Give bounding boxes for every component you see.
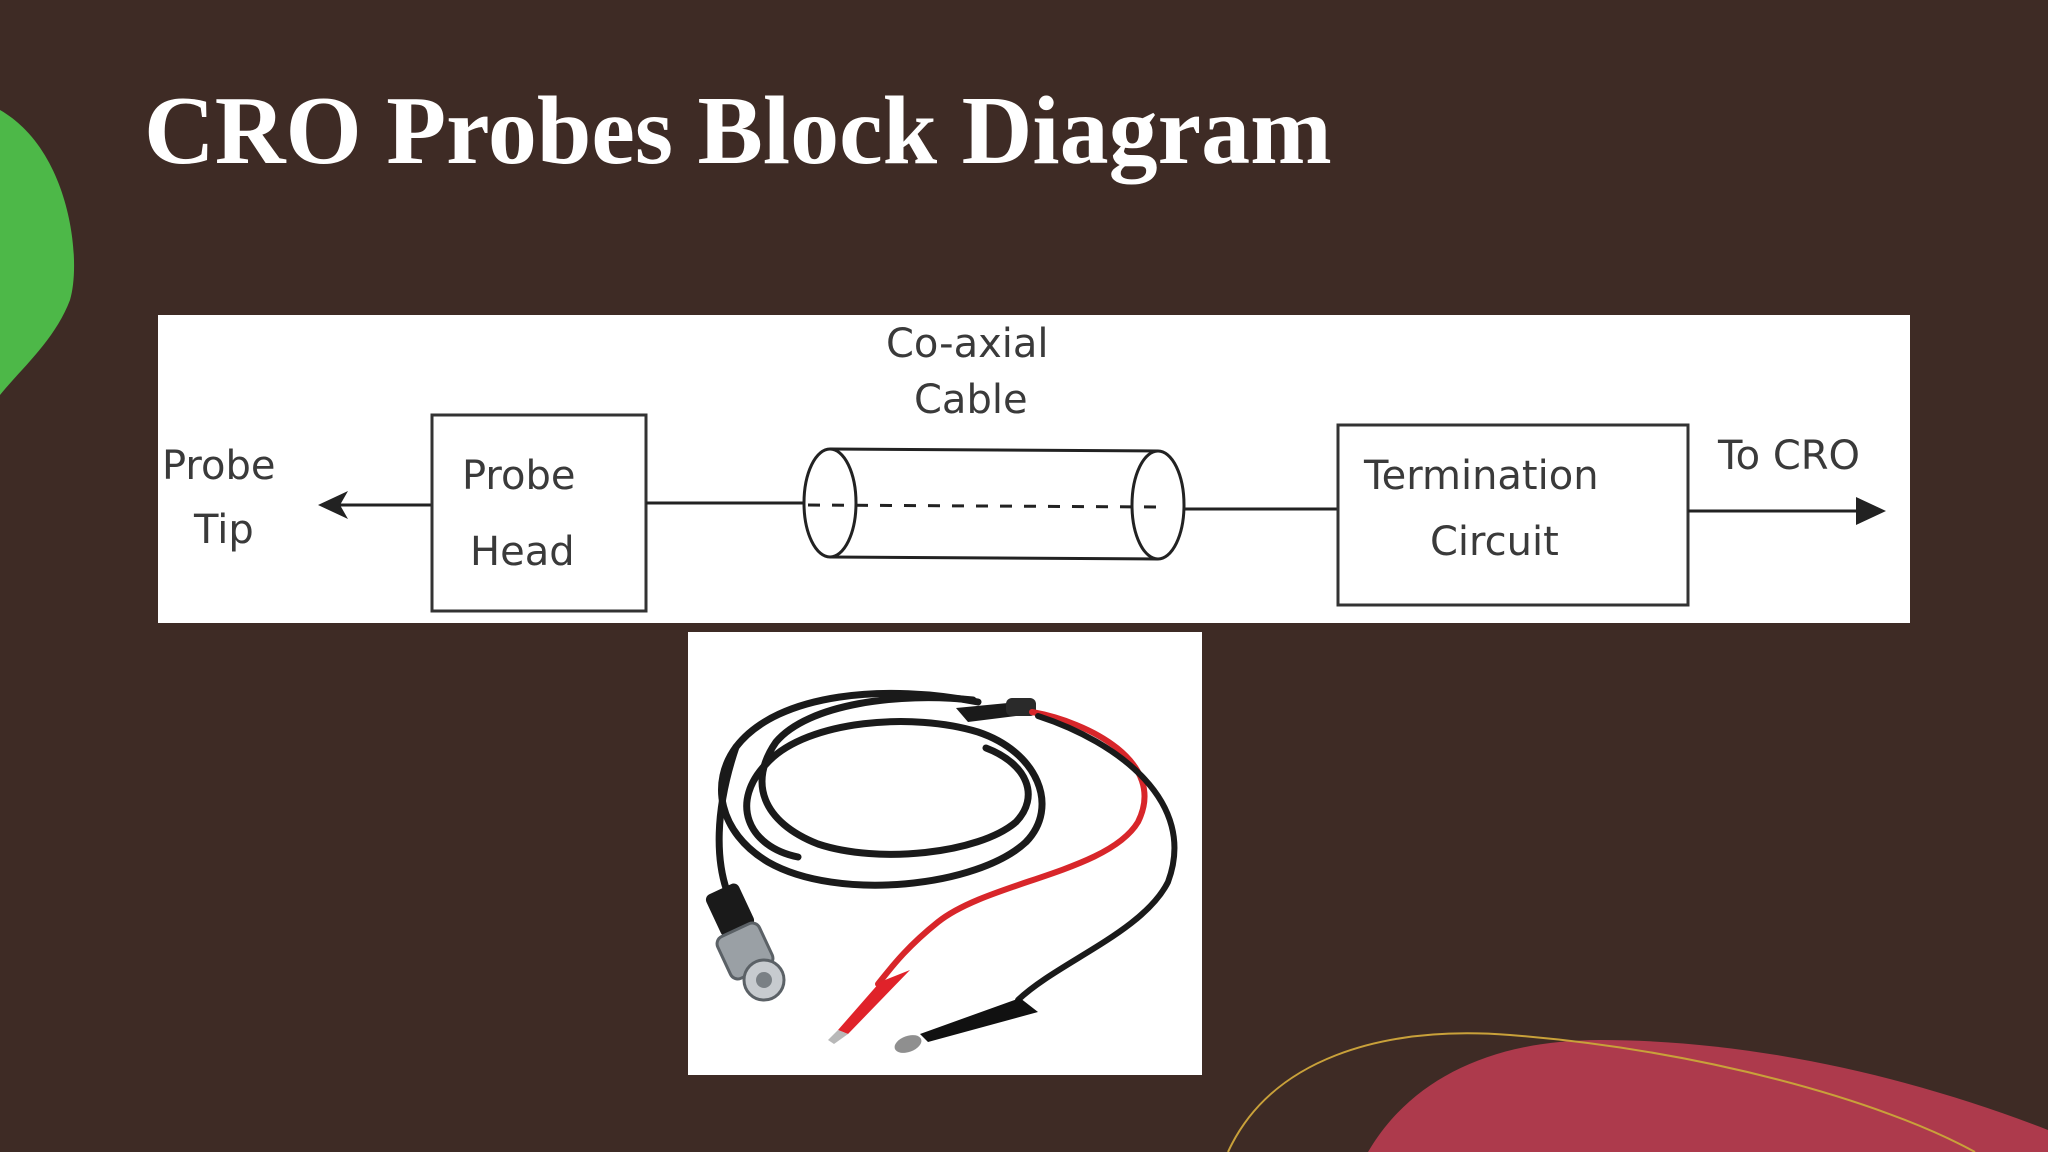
probe-tip-arrow-head — [318, 491, 348, 519]
red-alligator-clip — [828, 970, 910, 1044]
coaxial-label-line2: Cable — [914, 377, 1028, 423]
to-cro-arrow-head — [1856, 497, 1886, 525]
probe-head-box — [430, 413, 648, 613]
probe-head-label-line1: Probe — [462, 453, 575, 499]
termination-label-line2: Circuit — [1430, 519, 1559, 565]
bnc-cable-photo-icon — [705, 689, 1178, 1053]
coaxial-cable-shape — [802, 447, 1186, 561]
block-diagram-svg: Probe Tip Probe Head Co-axial Cable — [162, 321, 1886, 613]
crimson-blob-shape — [1368, 1040, 2048, 1152]
probe-cable-photo — [688, 632, 1202, 1075]
gold-accent-curve — [1227, 1032, 1976, 1152]
red-lead-wire — [875, 709, 1148, 987]
black-alligator-clip — [894, 998, 1038, 1053]
slide-title: CRO Probes Block Diagram — [144, 77, 1332, 185]
block-diagram: Probe Tip Probe Head Co-axial Cable — [158, 315, 1910, 623]
termination-circuit-box — [1336, 423, 1690, 607]
green-blob-shape — [0, 110, 75, 395]
coaxial-label-line1: Co-axial — [886, 321, 1049, 367]
probe-handle — [956, 698, 1036, 722]
probe-tip-label-line1: Probe — [162, 443, 275, 489]
black-lead-wire — [1015, 713, 1178, 1003]
probe-head-label-line2: Head — [470, 529, 575, 575]
termination-label-line1: Termination — [1363, 453, 1599, 499]
black-cable-coil — [715, 689, 1046, 898]
probe-tip-label-line2: Tip — [193, 507, 254, 553]
bnc-connector — [705, 883, 786, 1002]
to-cro-label: To CRO — [1717, 433, 1860, 479]
